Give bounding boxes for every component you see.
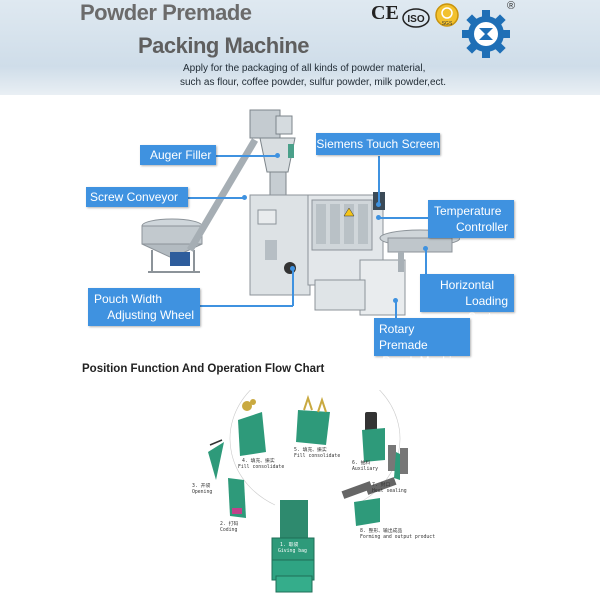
step2-label-en: Coding — [220, 527, 237, 533]
step3-label-en: Opening — [192, 489, 212, 495]
step1-label-cn: 1. 取袋 — [280, 541, 298, 548]
main-frame — [249, 194, 311, 296]
step5-label-en: Fill consolidate — [294, 453, 340, 459]
rotary-dot — [393, 298, 398, 303]
step2-label-cn: 2. 打码 — [220, 520, 238, 527]
company-logo-gear-icon — [462, 10, 510, 58]
siemens-text: Siemens Touch Screen — [316, 137, 440, 151]
iso-icon: ISO — [402, 8, 430, 28]
ce-mark: CE — [371, 2, 399, 24]
sgs-icon: SGS — [435, 3, 459, 27]
auger-filler-connector — [216, 155, 276, 157]
step4-label-cn: 4. 填充、振实 — [242, 457, 275, 464]
step6-label-cn: 6. 抽料 — [352, 459, 370, 466]
temperature-text-line2: Controller — [455, 220, 508, 234]
page-subtitle: Apply for the packaging of all kinds of … — [180, 62, 513, 90]
step8-label-cn: 8. 整形、输出成品 — [360, 527, 402, 534]
screw-conveyor-connector — [188, 197, 244, 199]
step8-label-en: Forming and output product — [360, 534, 435, 540]
step4-bag-icon — [238, 399, 266, 456]
pouch-width-text-line2: Adjusting Wheel — [107, 308, 194, 322]
screw-conveyor-dot — [242, 195, 247, 200]
horizontal-text-line1: Horizontal — [439, 278, 495, 292]
step5-label-cn: 5. 填充、振实 — [294, 446, 327, 453]
registered-mark: ® — [507, 0, 516, 12]
step4-label-en: Fill consolidate — [238, 464, 284, 470]
pouch-width-connector-horizontal — [200, 305, 293, 307]
pouch-width-label: Pouch Width Adjusting Wheel — [88, 288, 200, 326]
horizontal-connector — [425, 248, 427, 278]
subtitle-line1: Apply for the packaging of all kinds of … — [183, 63, 426, 74]
step7-label-en: Heat sealing — [372, 488, 407, 494]
temperature-text-line1: Temperature — [434, 204, 502, 218]
flow-chart-diagram: 4. 填充、振实 Fill consolidate 5. 填充、振实 Fill … — [192, 390, 435, 593]
pouch-width-connector-vertical — [292, 268, 294, 306]
auger-filler-unit — [249, 109, 296, 199]
auger-filler-text: Auger Filler — [150, 148, 212, 162]
horizontal-text-line2: Loading System — [465, 294, 508, 324]
screw-conveyor-label: Screw Conveyor — [86, 187, 188, 207]
temperature-connector — [378, 217, 428, 219]
subtitle-line2: such as flour, coffee powder, sulfur pow… — [180, 77, 447, 88]
step7-label-cn: 7. 封口 — [372, 481, 390, 488]
rotary-machine-body — [307, 192, 406, 316]
horizontal-label: Horizontal Loading System — [420, 274, 514, 324]
screw-conveyor-text: Screw Conveyor — [90, 190, 179, 204]
step8-forming-icon — [341, 477, 397, 526]
step5-bag-icon — [296, 394, 330, 445]
siemens-dot — [376, 202, 381, 207]
rotary-text-line2: Pouch Machine — [382, 354, 465, 368]
packing-machine-illustration — [141, 109, 460, 316]
rotary-label: Rotary Premade Pouch Machine — [374, 318, 470, 368]
temperature-dot — [376, 215, 381, 220]
screw-conveyor-tube — [186, 138, 259, 252]
sgs-label: SGS — [442, 21, 453, 27]
pouch-width-dot — [290, 266, 295, 271]
flow-chart-title: Position Function And Operation Flow Cha… — [82, 363, 325, 375]
horizontal-dot — [423, 246, 428, 251]
step1-label-en: Giving bag — [278, 548, 307, 554]
temperature-label: Temperature Controller — [428, 200, 514, 238]
page-title-line1: Powder Premade — [80, 0, 252, 25]
step2-coding-icon — [228, 478, 246, 518]
step6-label-en: Auxiliary — [352, 466, 378, 472]
step7-sealing-icon — [388, 445, 408, 480]
siemens-label: Siemens Touch Screen — [316, 133, 440, 155]
siemens-connector — [378, 156, 380, 204]
step3-bag-icon — [208, 439, 224, 480]
step6-bag-icon — [362, 412, 385, 462]
pouch-width-text-line1: Pouch Width — [94, 292, 163, 306]
step3-label-cn: 3. 开袋 — [192, 482, 210, 489]
auger-filler-dot — [275, 153, 280, 158]
iso-label: ISO — [407, 14, 424, 25]
rotary-text-line1: Rotary Premade — [379, 322, 428, 352]
screw-conveyor-unit — [141, 218, 203, 273]
step1-bag-stack-icon — [271, 500, 315, 593]
rotary-connector — [395, 300, 397, 322]
page-title-line2: Packing Machine — [138, 33, 310, 58]
auger-filler-label: Auger Filler — [140, 145, 216, 165]
